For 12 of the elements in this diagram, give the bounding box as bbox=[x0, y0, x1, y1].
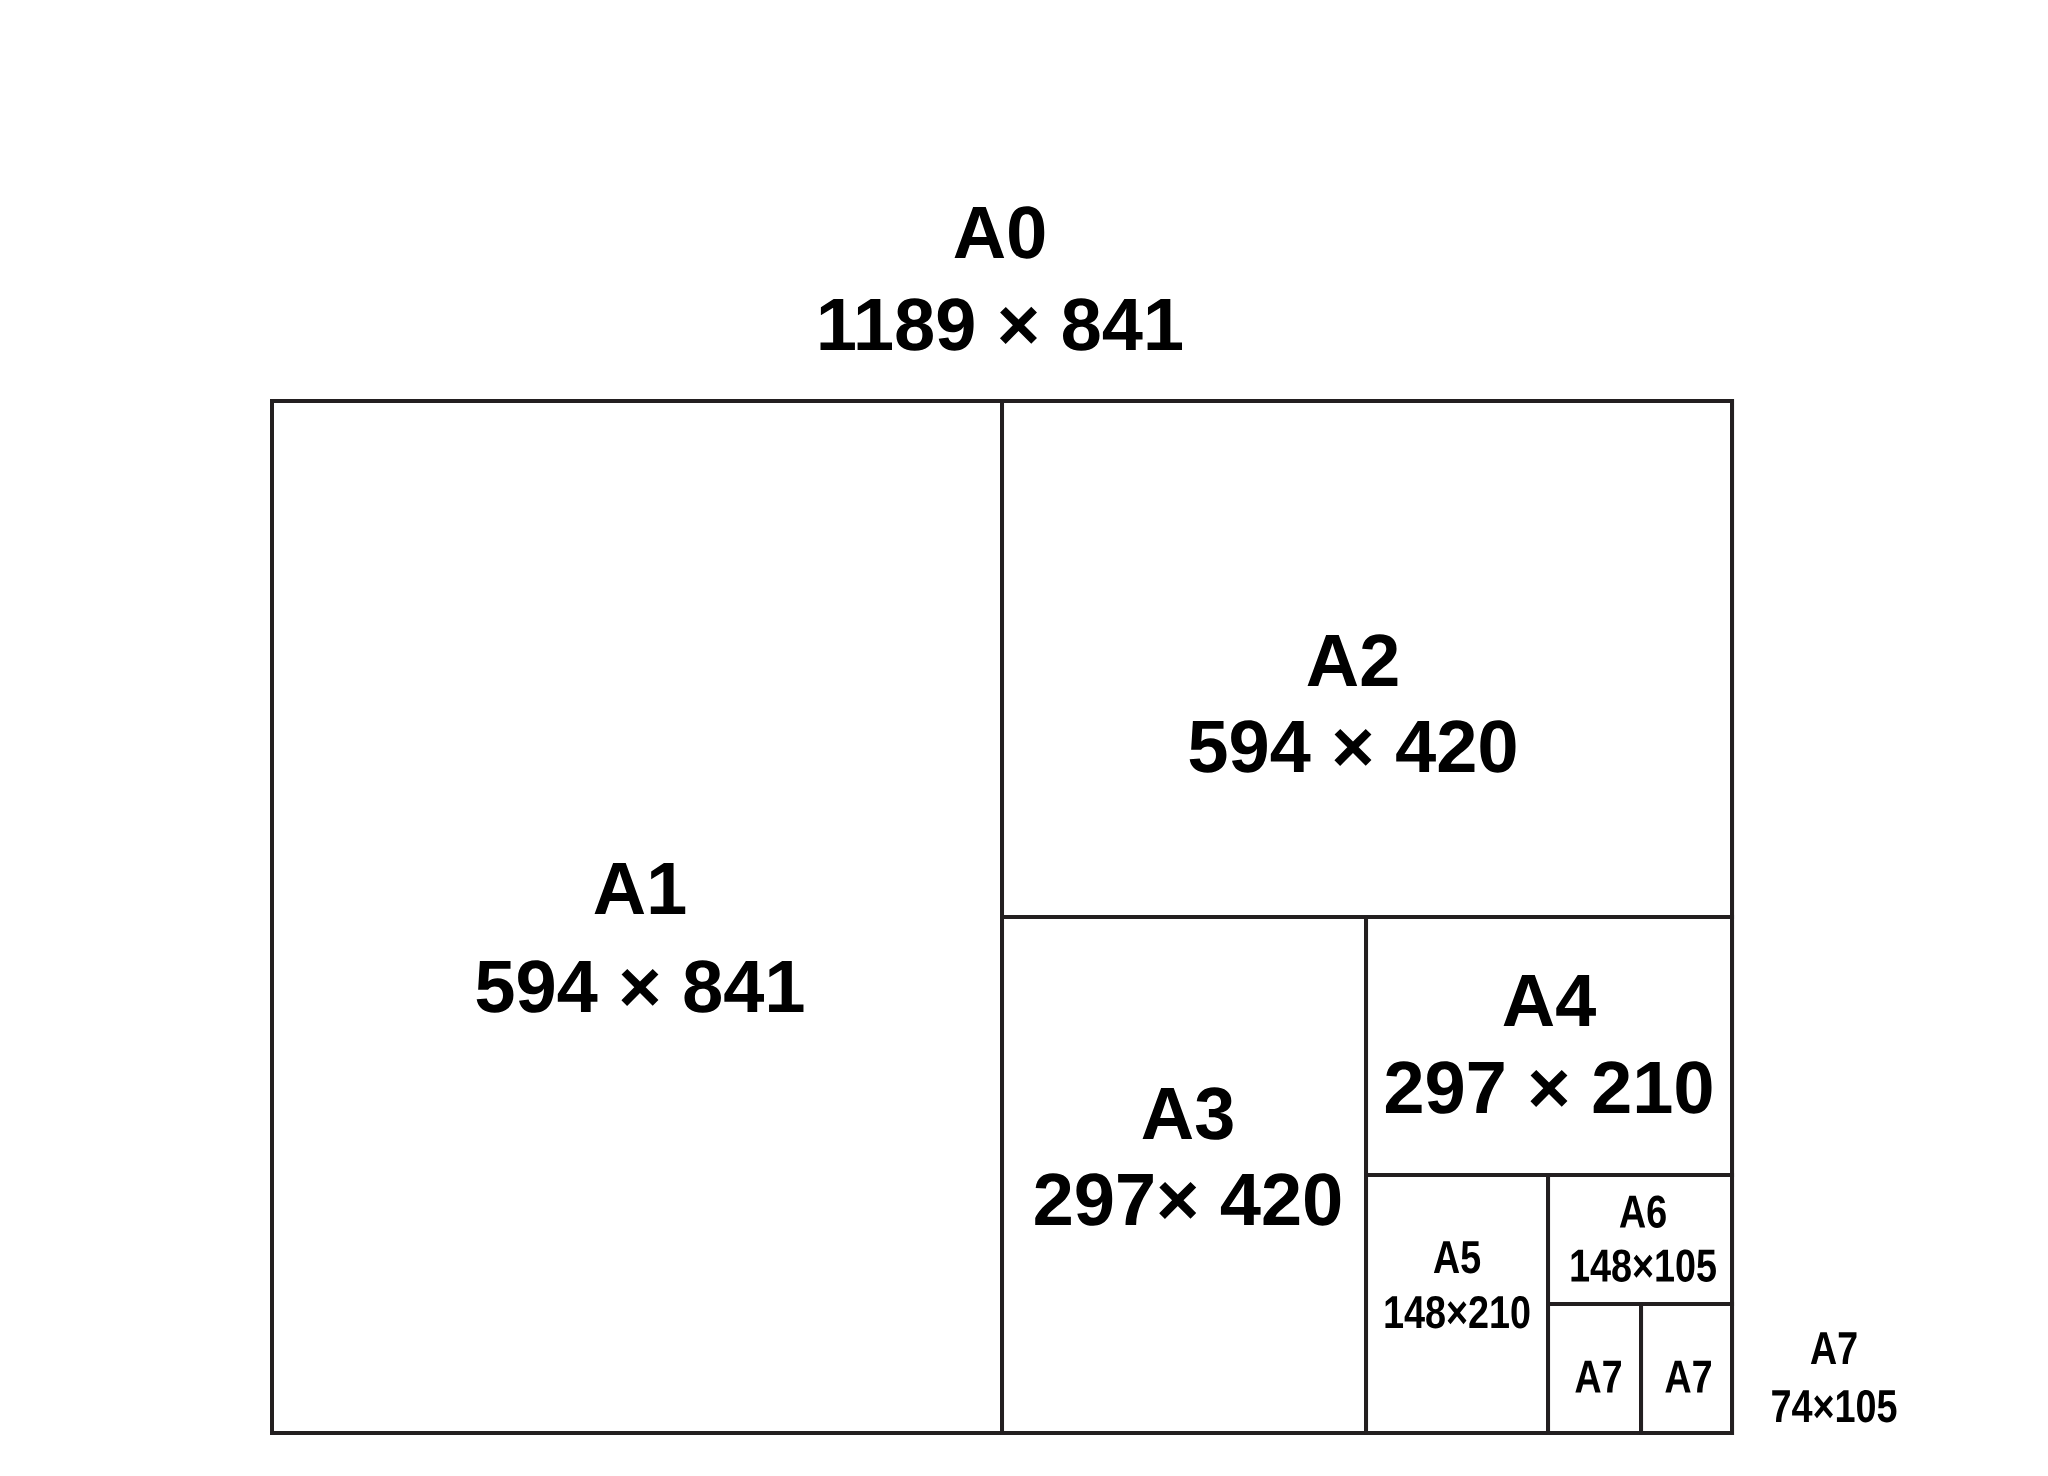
sheet-box: A5 148×210 bbox=[1364, 1173, 1550, 1435]
sheet-box: A3 297× 420 bbox=[1000, 915, 1368, 1435]
sheet-box: A2 594 × 420 bbox=[1000, 399, 1735, 919]
dimension-label: 74×105 bbox=[1772, 1389, 1897, 1423]
sheet-box: A1 594 × 841 bbox=[270, 399, 1004, 1435]
paper-size-label: A0 bbox=[954, 206, 1045, 259]
sheet-box: A7 bbox=[1639, 1302, 1735, 1435]
dimension-label: 1189 × 841 bbox=[820, 298, 1182, 351]
sheet-box: A6 148×105 bbox=[1546, 1173, 1735, 1306]
sheet-box: A7 bbox=[1546, 1302, 1644, 1435]
paper-size-label: A7 bbox=[1810, 1332, 1857, 1364]
sheet-box: A4 297 × 210 bbox=[1364, 915, 1735, 1177]
